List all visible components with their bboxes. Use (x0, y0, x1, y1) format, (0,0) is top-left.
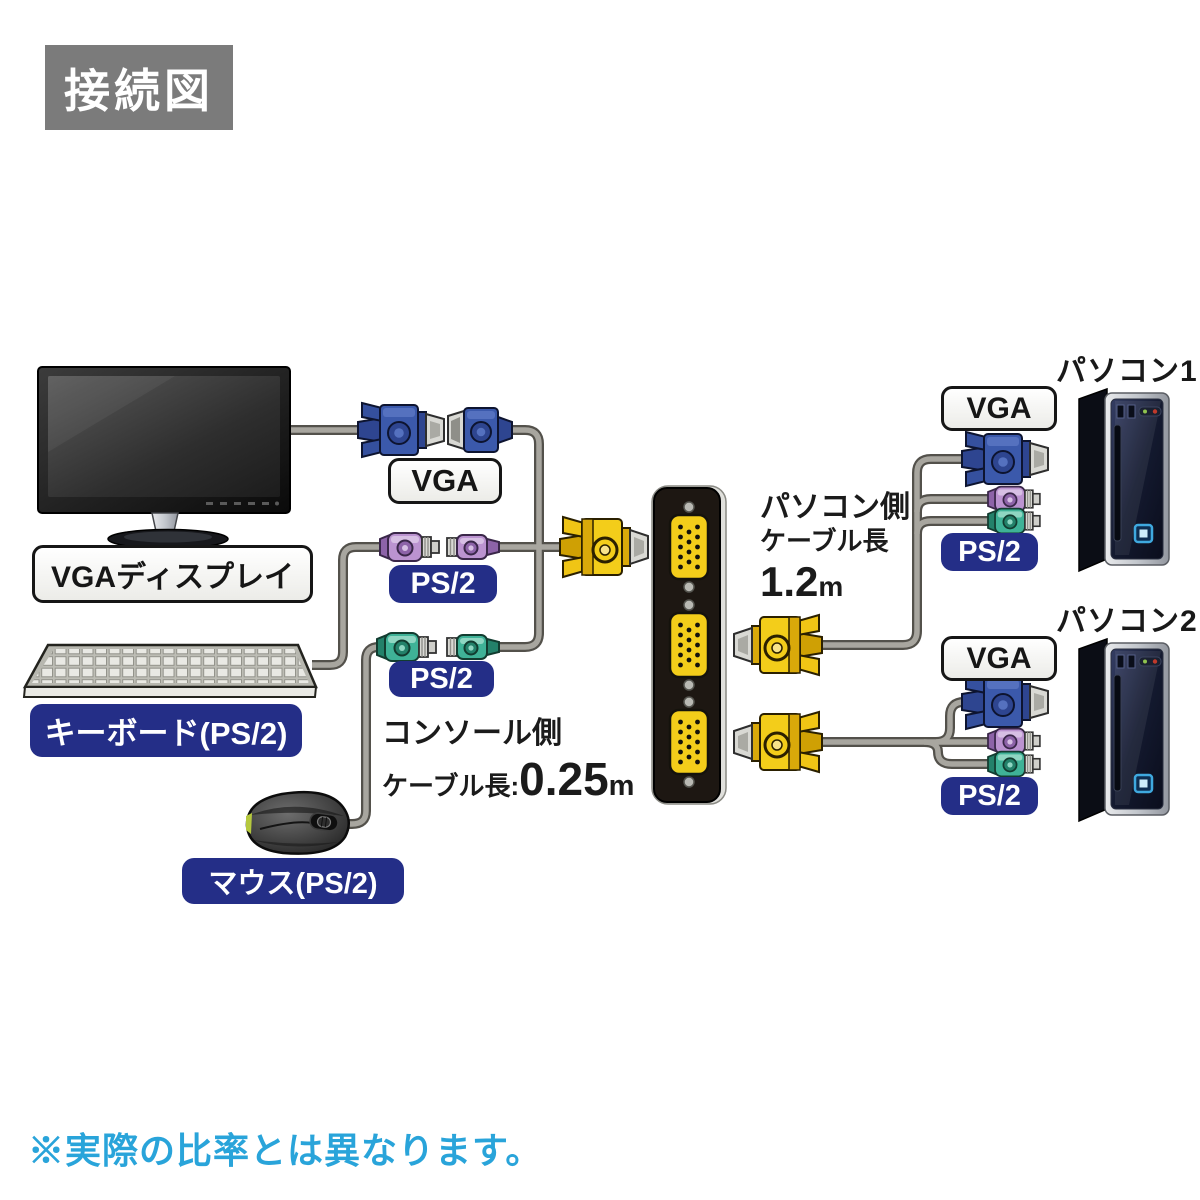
pc2-ps2-keyboard-connector (987, 727, 1041, 755)
mouse (245, 790, 350, 855)
kvm-port-console (668, 500, 710, 594)
pc-cable-length-label: ケーブル長 (760, 526, 889, 556)
page-title: 接続図 (45, 45, 233, 130)
keyboard (22, 643, 318, 698)
console-cable-value: 0.25 (519, 753, 609, 805)
keyboard-label: キーボード(PS/2) (30, 704, 302, 757)
mouse-accent (246, 813, 252, 834)
pc1-vga-male-connector (961, 431, 1049, 487)
pc1-ps2-mouse-connector (987, 507, 1041, 535)
kvm-switch (651, 485, 727, 805)
console-cable-side: コンソール側 (382, 717, 562, 750)
console-vga-label: VGA (388, 458, 502, 504)
display-vga-male-connector (357, 402, 445, 458)
cable-cores (284, 427, 990, 827)
mouse-ps2-male-connector (376, 632, 437, 662)
pc1-name: パソコン1 (1056, 355, 1198, 388)
console-ps2-mouse-female-connector (446, 634, 500, 660)
pc1-vga-label: VGA (941, 386, 1057, 431)
console-cable-colon: : (510, 771, 520, 801)
vga-display (37, 366, 291, 550)
pc1-ps2-label: PS/2 (941, 533, 1038, 571)
pc2-tower (1077, 637, 1171, 823)
console-cable-note: コンソール側 ケーブル長 : 0.25 m (382, 716, 634, 807)
pc1-yellow-vga-connector (732, 613, 824, 677)
keyboard-ps2-male-connector (379, 532, 440, 562)
console-ps2-keyboard-label: PS/2 (389, 565, 497, 603)
monitor-buttons (206, 501, 279, 506)
console-vga-female-connector (447, 407, 513, 453)
mouse-scroll-wheel (309, 812, 339, 832)
pc1-ps2-keyboard-connector (987, 485, 1041, 513)
pc2-yellow-vga-connector (732, 710, 824, 774)
pc-cable-note: パソコン側 ケーブル長 1.2 m (760, 490, 910, 608)
display-label: VGAディスプレイ (32, 545, 313, 603)
pc2-vga-label: VGA (941, 636, 1057, 681)
console-cable-unit: m (608, 770, 635, 802)
console-cable-length-label: ケーブル長 (382, 771, 511, 801)
kvm-port-pc1 (668, 598, 710, 692)
console-ps2-mouse-label: PS/2 (389, 661, 494, 697)
console-ps2-keyboard-female-connector (446, 534, 500, 560)
pc-cable-value: 1.2 (760, 558, 819, 606)
console-yellow-vga-connector (558, 515, 650, 579)
kvm-port-pc2 (668, 695, 710, 789)
pc-cable-side: パソコン側 (760, 491, 910, 524)
pc-cable-unit: m (818, 571, 844, 603)
pc2-ps2-label: PS/2 (941, 777, 1038, 815)
pc2-vga-male-connector (961, 674, 1049, 730)
pc2-ps2-mouse-connector (987, 750, 1041, 778)
pc2-name: パソコン2 (1056, 605, 1198, 638)
pc1-tower (1077, 387, 1171, 573)
mouse-label: マウス(PS/2) (182, 858, 404, 904)
ratio-disclaimer-note: ※実際の比率とは異なります。 (28, 1130, 543, 1171)
